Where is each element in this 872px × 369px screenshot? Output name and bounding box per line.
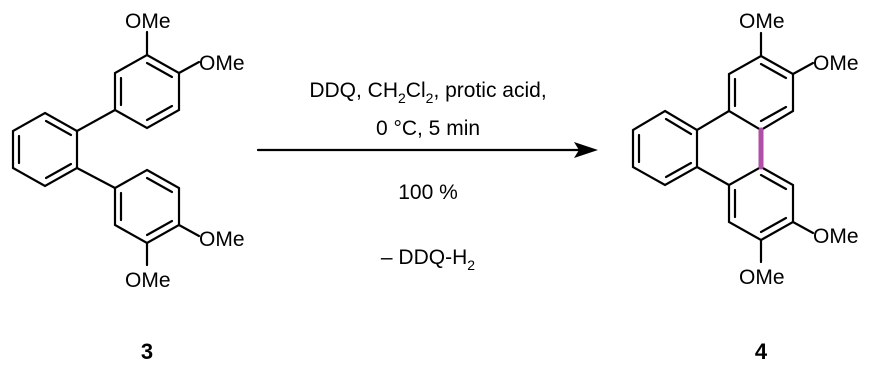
reactant-lower-double-bond: [145, 219, 174, 237]
reactant-central-double-bond: [44, 162, 73, 180]
reactant-lower-ring: [113, 168, 181, 245]
reactant-lower-double-bond: [145, 176, 174, 194]
product-ome-bond: [791, 61, 815, 76]
reactant-ome-label: OMe: [125, 269, 171, 292]
reactant-upper-double-bond: [145, 61, 174, 79]
product-ome-label: OMe: [739, 266, 785, 289]
reactant-upper-ring: [113, 53, 181, 130]
product-ome-label: OMe: [813, 52, 859, 75]
conditions-byproduct: – DDQ-H2: [381, 246, 475, 273]
product-upper-double-bond: [759, 62, 788, 80]
reactant-structure: [11, 30, 201, 267]
reactant-number: 3: [141, 339, 153, 364]
reactant-ome-label: OMe: [125, 10, 171, 33]
product-left-double-bond: [664, 117, 693, 136]
product-left-ring: [631, 109, 699, 187]
product-left-double-bond: [664, 161, 693, 179]
product-lower-double-bond: [759, 173, 788, 191]
product-ome-label: OMe: [739, 10, 785, 33]
conditions-reagents: DDQ, CH2Cl2, protic acid,: [309, 79, 546, 106]
reactant-upper-double-bond: [145, 104, 174, 122]
product-ome-label: OMe: [813, 225, 859, 248]
arrow-head: [574, 142, 598, 158]
reactant-ome-label: OMe: [199, 52, 245, 75]
product-upper-ring: [727, 54, 795, 132]
product-central-bond: [695, 165, 731, 187]
reactant-biaryl-bond-upper: [75, 108, 117, 133]
conditions-temperature-time: 0 °C, 5 min: [376, 117, 480, 140]
product-ome-bond: [791, 220, 815, 235]
reactant-central-ring: [11, 111, 79, 188]
reactant-ome-bond: [177, 60, 201, 75]
product-upper-double-bond: [759, 105, 788, 123]
product-central-bond: [695, 109, 731, 132]
reactant-ome-label: OMe: [199, 228, 245, 251]
product-structure: [631, 31, 815, 264]
reactant-ome-bond: [177, 223, 201, 238]
reaction-arrow: [256, 142, 598, 158]
product-number: 4: [755, 339, 768, 364]
product-lower-ring: [727, 165, 795, 242]
reactant-central-double-bond: [44, 119, 73, 137]
conditions-yield: 100 %: [398, 181, 458, 204]
product-lower-double-bond: [759, 216, 788, 234]
reactant-biaryl-bond-lower: [75, 166, 117, 190]
